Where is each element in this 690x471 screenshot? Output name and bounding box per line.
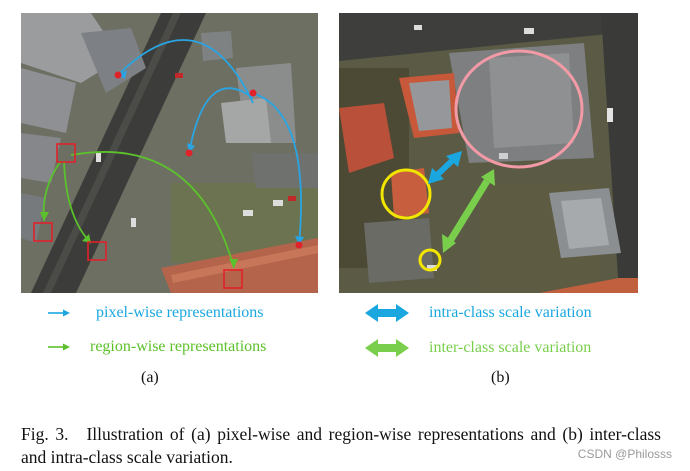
legend-label: inter-class scale variation [429, 339, 592, 356]
subfigure-label-a: (a) [141, 369, 159, 386]
legend-label: region-wise representations [90, 338, 267, 355]
region-box [33, 222, 53, 242]
inter-class-arrow [442, 169, 495, 253]
figure-caption: Fig. 3.Illustration of (a) pixel-wise an… [21, 423, 661, 469]
region-box [87, 241, 107, 261]
caption-text: Illustration of (a) pixel-wise and regio… [21, 424, 661, 467]
region-box [223, 269, 243, 289]
intra-class-arrow [428, 151, 462, 184]
legend-label: pixel-wise representations [96, 304, 264, 321]
pixel-point [114, 71, 122, 79]
aerial-image-a [21, 13, 318, 293]
object-circle [418, 248, 442, 272]
double-arrow-icon [365, 339, 409, 357]
pixel-point [295, 241, 303, 249]
region-box [56, 143, 76, 163]
building-circle [454, 49, 584, 169]
legend-item-inter-class: inter-class scale variation [365, 337, 591, 359]
arrow-right-icon [48, 309, 70, 317]
aerial-image-b [339, 13, 638, 293]
pixel-point [185, 149, 193, 157]
aerial-scene-a [21, 13, 318, 293]
subfigure-label-b: (b) [491, 369, 510, 386]
figure-number: Fig. 3. [21, 424, 69, 444]
pixel-point [249, 89, 257, 97]
legend-item-pixel-wise: pixel-wise representations [48, 302, 264, 324]
aerial-scene-b [339, 13, 638, 293]
legend-item-region-wise: region-wise representations [48, 336, 266, 358]
arrow-right-icon [48, 343, 70, 351]
legend-item-intra-class: intra-class scale variation [365, 302, 592, 324]
double-arrow-icon [365, 304, 409, 322]
legend-label: intra-class scale variation [429, 304, 592, 321]
watermark: CSDN @Philosss [577, 447, 672, 461]
object-circle [380, 168, 432, 220]
